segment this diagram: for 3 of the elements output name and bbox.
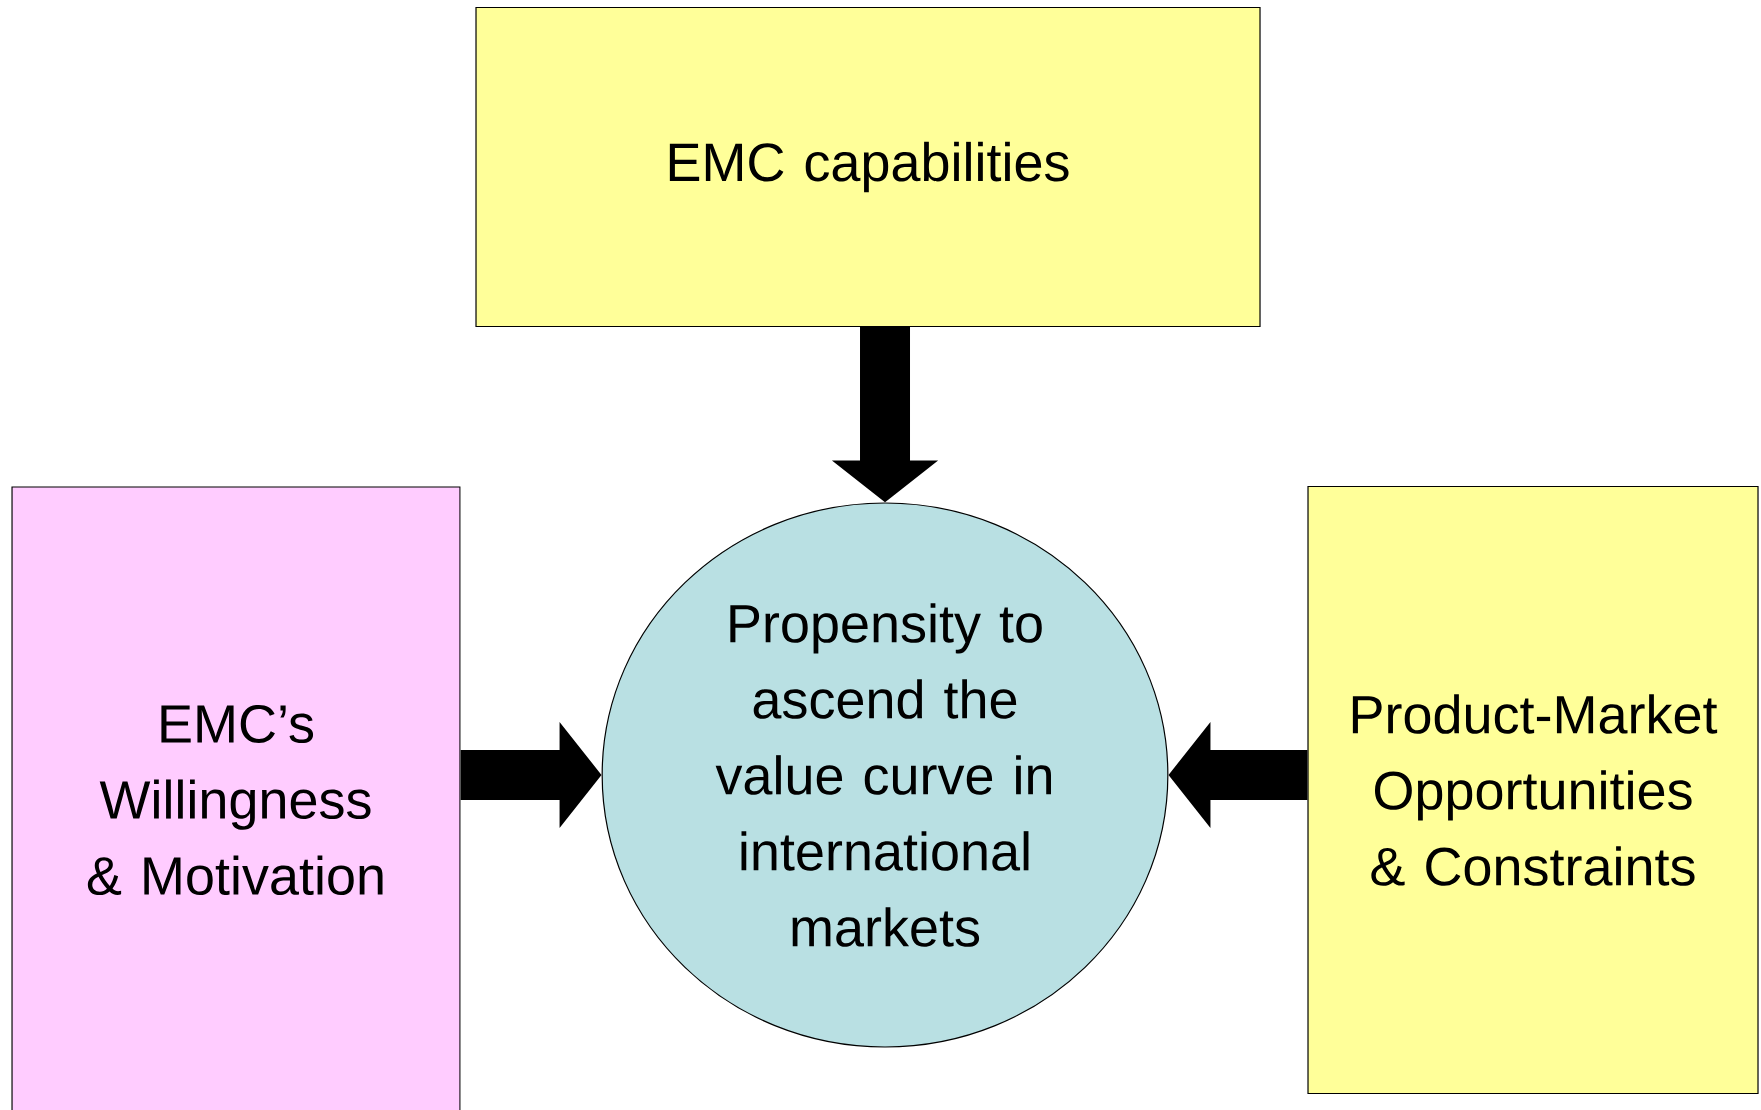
text-box: Product-Market Opportunities & Constraints bbox=[1307, 485, 1759, 1095]
text-box: EMC capabilities bbox=[475, 6, 1261, 328]
text-box: EMC’s Willingness & Motivation bbox=[11, 486, 461, 1110]
